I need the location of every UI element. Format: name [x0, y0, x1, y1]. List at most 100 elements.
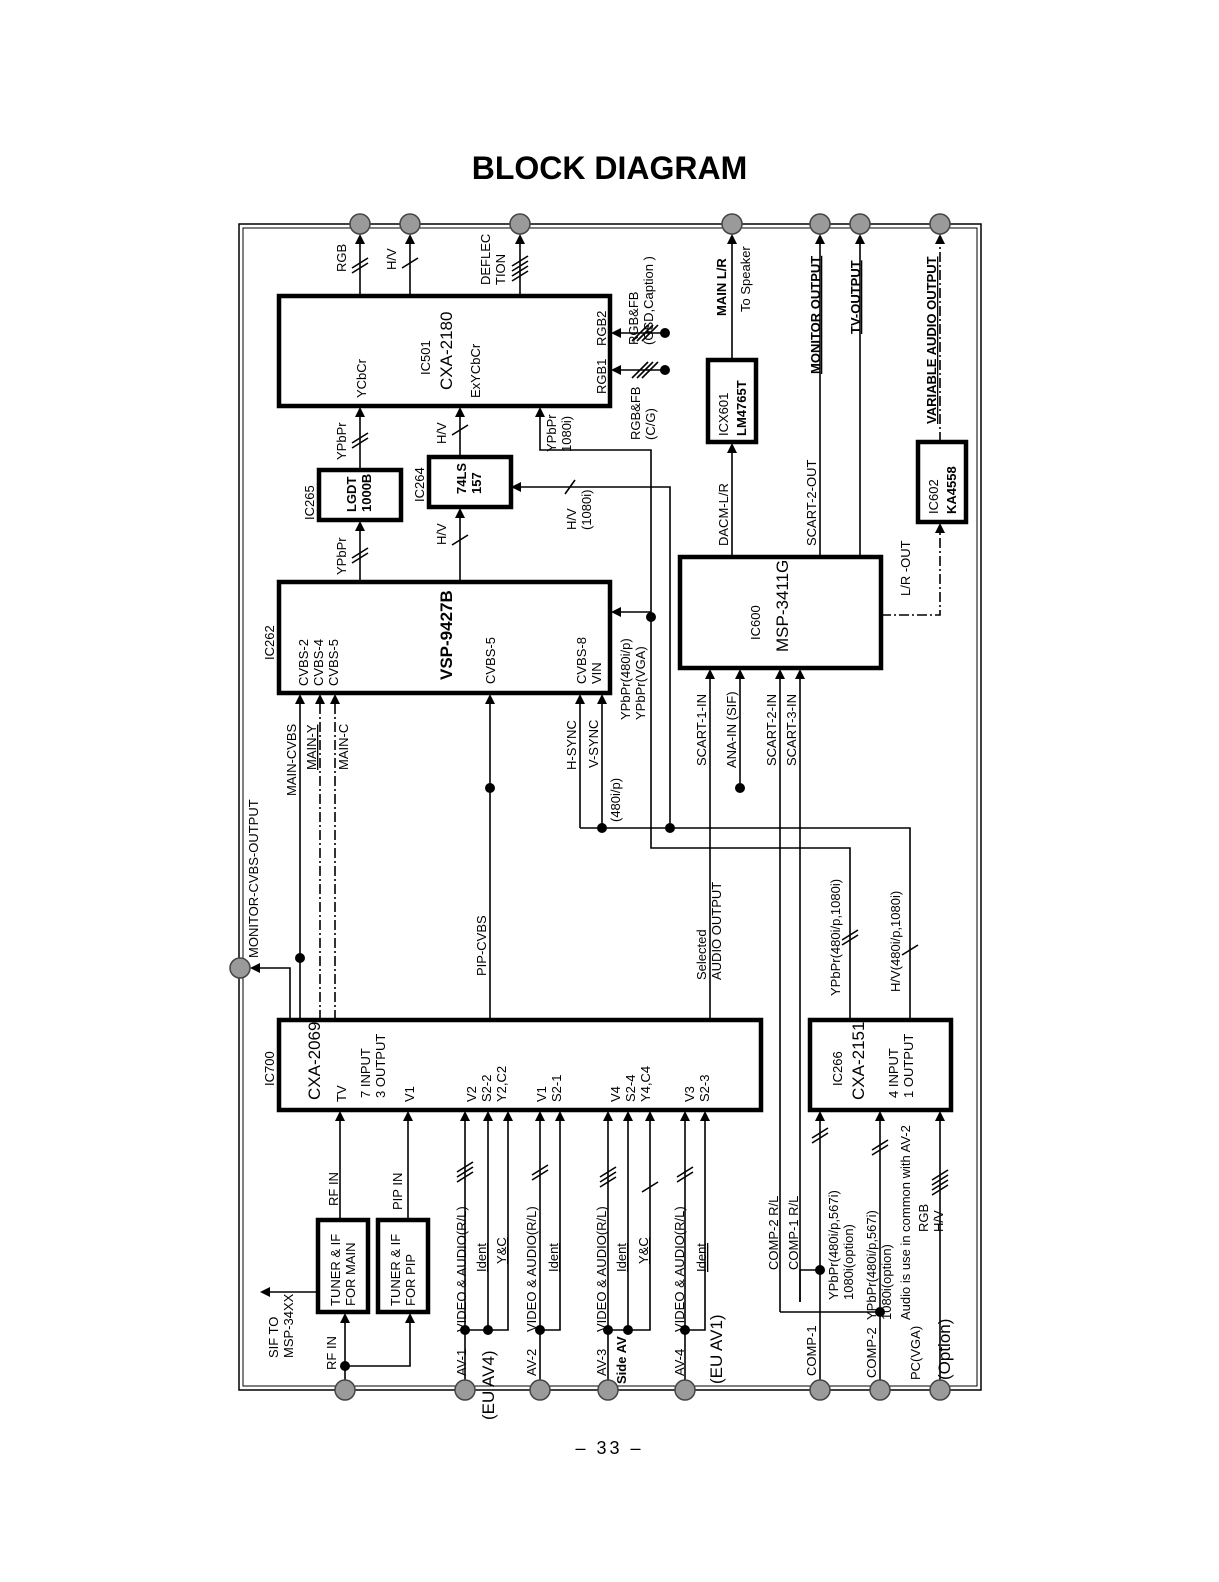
input-av1: AV-1	[454, 1349, 469, 1376]
input-av3: AV-3	[594, 1349, 609, 1376]
label-hsync: H-SYNC	[564, 720, 579, 770]
bus-slashes	[351, 255, 949, 1196]
label-scart3-in: SCART-3-IN	[784, 694, 799, 766]
label-to-speaker: To Speaker	[738, 246, 753, 312]
label-va-av1: VIDEO & AUDIO(R/L)	[454, 1206, 469, 1332]
block-cxa2180	[276, 293, 613, 409]
label-scart2-in: SCART-2-IN	[764, 694, 779, 766]
connector-av3	[597, 1379, 619, 1401]
label-audio-common: Audio is use in common with AV-2	[898, 1125, 913, 1320]
label-ypbpr-2: YPbPr	[334, 537, 349, 575]
block-vsp9427b	[276, 579, 613, 696]
connector-av1	[454, 1379, 476, 1401]
connector-monitor-cvbs	[229, 957, 251, 979]
connector-av2	[529, 1379, 551, 1401]
input-comp2: COMP-2	[864, 1327, 879, 1378]
connector-monitor-out	[809, 213, 831, 235]
cxa2069-pin-v3: V3S2-3	[682, 1075, 712, 1102]
cxa2069-pin-v1: V1	[402, 1086, 417, 1102]
label-main-y: MAIN-Y	[304, 724, 319, 770]
label-main-lr: MAIN L/R	[714, 258, 729, 316]
block-lm4765t	[705, 357, 759, 445]
block-cxa2069	[276, 1017, 764, 1113]
label-scart1-in: SCART-1-IN	[694, 694, 709, 766]
connector-tv-out	[849, 213, 871, 235]
cxa2180-ic: IC501	[418, 340, 433, 375]
lgdt-name: LGDT1000B	[344, 474, 374, 512]
label-monitor-cvbs: MONITOR-CVBS-OUTPUT	[246, 799, 261, 958]
cxa2069-ic: IC700	[262, 1051, 277, 1086]
input-rf-in: RF IN	[324, 1336, 339, 1370]
label-pip-in: PIP IN	[390, 1173, 405, 1210]
block-cxa2151	[807, 1017, 954, 1113]
label-deflection: DEFLECTION	[478, 234, 508, 285]
label-rgbfb-osd: RGB&FB(OSD,Caption )	[626, 256, 656, 345]
label-hv-3: H/V	[434, 523, 449, 545]
label-ypbpr-opt2: YPbPr(480i/p,567i)1080i(option)	[864, 1210, 894, 1320]
tuner-pip-name: TUNER & IFFOR PIP	[388, 1234, 418, 1306]
label-rf-in-top: RF IN	[326, 1172, 341, 1206]
label-hv-1080: H/V(1080i)	[564, 490, 594, 530]
msp-name: MSP-3411G	[773, 560, 792, 652]
block-ka4558	[915, 439, 969, 525]
label-hv-comp: H/V(480i/p,1080i)	[888, 891, 903, 992]
lm4765-ic: ICX601	[716, 393, 731, 436]
label-variable-audio: VARIABLE AUDIO OUTPUT	[924, 256, 939, 424]
connector-rf-in	[334, 1379, 356, 1401]
bottom-connectors	[229, 957, 951, 1401]
connector-main-lr-out	[721, 213, 743, 235]
connector-hv-out	[399, 213, 421, 235]
label-comp2-rl: COMP-2 R/L	[766, 1196, 781, 1270]
label-rgb: RGB	[334, 244, 349, 272]
cxa2151-desc: 4 INPUT1 OUTPUT	[886, 1034, 916, 1098]
vsp-name: VSP-9427B	[437, 590, 456, 680]
lm4765-name: LM4765T	[734, 380, 749, 436]
label-main-cvbs: MAIN-CVBS	[284, 723, 299, 796]
label-480: (480i/p)	[608, 778, 623, 822]
input-eu-av1: (EU AV1)	[707, 1314, 726, 1384]
label-ypbpr-1: YPbPr	[334, 422, 349, 460]
label-ident-av2: Ident	[546, 1243, 561, 1272]
label-hv-top: H/V	[384, 248, 399, 270]
label-lr-out: L/R -OUT	[898, 540, 913, 596]
label-main-c: MAIN-C	[336, 724, 351, 770]
connector-comp2	[869, 1379, 891, 1401]
top-connectors	[349, 213, 951, 235]
label-ident-av3: Ident	[614, 1243, 629, 1272]
wires	[250, 234, 945, 1390]
vsp-pins-right: CVBS-8VIN	[574, 637, 604, 684]
label-tv-output: TV-OUTPUT	[848, 260, 863, 334]
block-msp3411g	[677, 554, 884, 671]
label-monitor-output: MONITOR OUTPUT	[808, 256, 823, 374]
label-comp1-rl: COMP-1 R/L	[786, 1196, 801, 1270]
junctions	[295, 328, 885, 1371]
label-yc-av1: Y&C	[494, 1237, 509, 1264]
label-va-av3: VIDEO & AUDIO(R/L)	[594, 1206, 609, 1332]
label-ana-in: ANA-IN (SIF)	[724, 691, 739, 768]
label-ypbpr-vga: YPbPr(480i/p)YPbPr(VGA)	[618, 638, 648, 720]
label-dacm: DACM-L/R	[716, 483, 731, 546]
label-ypbpr-1080: YPbPr1080i)	[544, 414, 574, 452]
label-hv-2: H/V	[434, 422, 449, 444]
cxa2180-rgb1: RGB1	[594, 359, 609, 394]
cxa2180-rgb2: RGB2	[594, 311, 609, 346]
ka4558-ic: IC602	[926, 479, 941, 514]
connector-av4	[674, 1379, 696, 1401]
page-number: – 33 –	[575, 1438, 644, 1458]
label-vsync: V-SYNC	[586, 720, 601, 768]
cxa2069-pin-v2: V2S2-2Y2,C2	[464, 1066, 509, 1102]
vsp-pins-left: CVBS-2CVBS-4CVBS-5	[296, 639, 341, 686]
connector-variable-audio-out	[929, 213, 951, 235]
label-ident-av4: Ident	[694, 1243, 709, 1272]
lgdt-ic: IC265	[302, 485, 317, 520]
label-pip-cvbs: PIP-CVBS	[474, 915, 489, 976]
label-ypbpr-comp: YPbPr(480i/p,1080i)	[828, 879, 843, 996]
msp-ic: IC600	[748, 605, 763, 640]
label-scart2-out: SCART-2-OUT	[804, 460, 819, 546]
cxa2069-desc: 7 INPUT3 OUTPUT	[358, 1034, 388, 1098]
label-selected-audio: SelectedAUDIO OUTPUT	[694, 882, 724, 980]
connector-pc-vga	[929, 1379, 951, 1401]
input-side-av: Side AV	[614, 1336, 629, 1384]
connector-comp1	[809, 1379, 831, 1401]
